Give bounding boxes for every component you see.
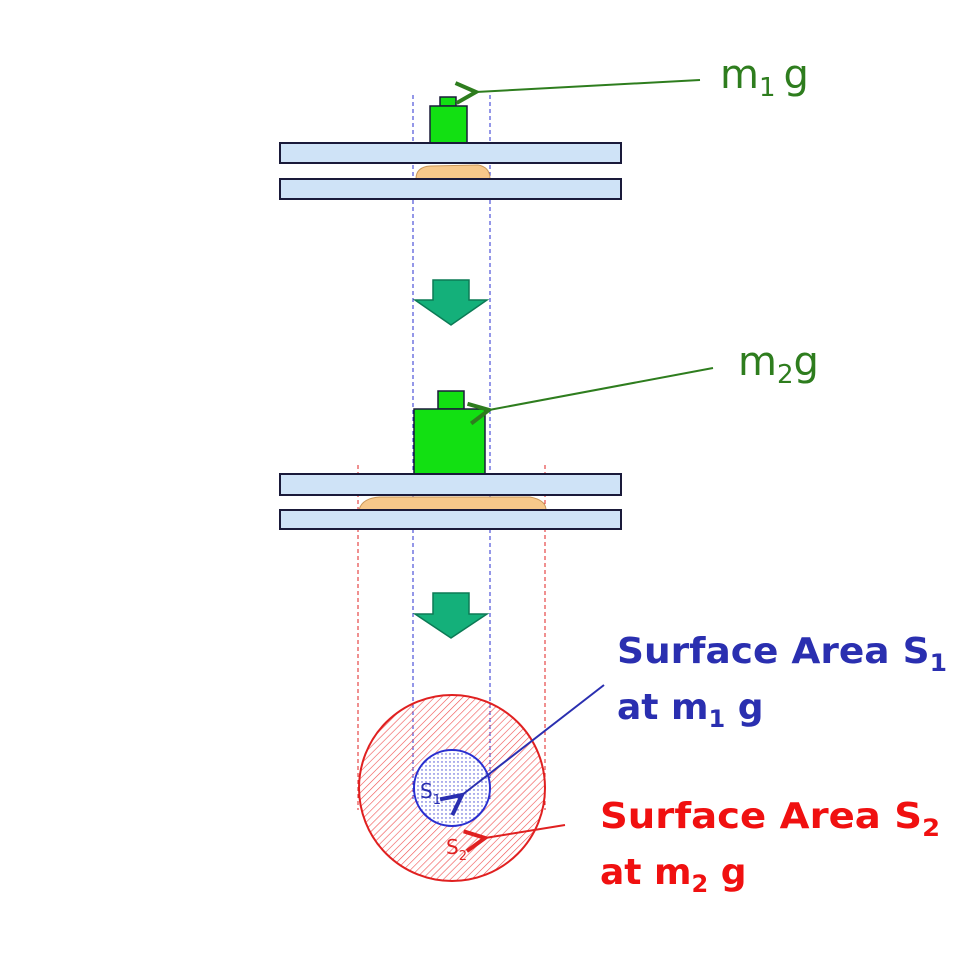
stage-2 [279, 390, 622, 530]
weight-2-knob [437, 390, 465, 410]
sample-1 [415, 164, 491, 180]
sample-2 [358, 496, 547, 511]
stage-1 [279, 96, 622, 200]
top-plate-2 [279, 473, 622, 496]
weight-2-label: m2g [738, 339, 819, 390]
top-plate-1 [279, 142, 622, 164]
pointer-area-1 [462, 684, 605, 795]
s1-marker: S1 [420, 779, 441, 808]
s2-marker: S2 [446, 835, 467, 864]
bottom-plate-1 [279, 178, 622, 200]
weight-1-knob [439, 96, 457, 107]
down-arrow-icon [412, 279, 490, 326]
surface-area-view [358, 694, 546, 882]
weight-1 [429, 105, 468, 144]
surface-area-1-condition: at m1 g [617, 687, 764, 733]
pointer-weight-2 [489, 367, 714, 410]
weight-2 [413, 408, 486, 475]
surface-area-1-dots [415, 751, 489, 825]
pointer-weight-1 [476, 79, 701, 92]
surface-area-2-condition: at m2 g [600, 852, 747, 898]
bottom-plate-2 [279, 509, 622, 530]
down-arrow-icon [412, 592, 490, 639]
pointer-area-2 [485, 824, 566, 838]
